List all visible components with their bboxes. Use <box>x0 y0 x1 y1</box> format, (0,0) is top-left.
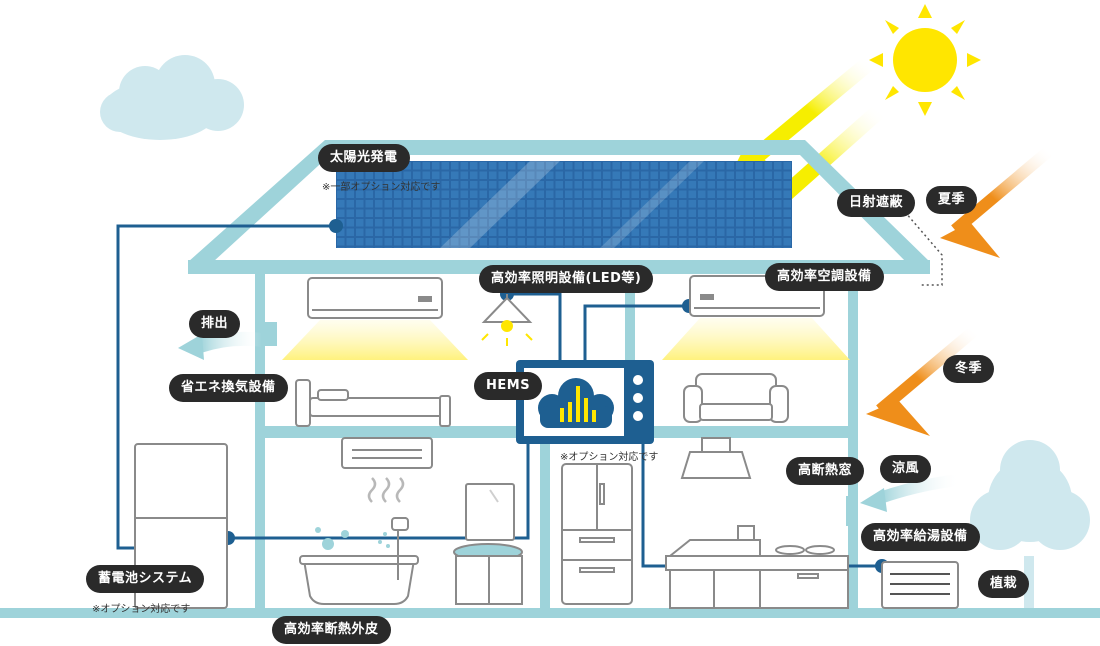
bed-icon <box>295 379 451 427</box>
water-heater-icon <box>881 561 959 609</box>
lighting-label: 高効率照明設備(LED等) <box>479 265 654 293</box>
solar-panel <box>336 161 792 248</box>
bathtub-icon <box>299 517 419 605</box>
summer-sun-arrow <box>940 145 1054 258</box>
hems-label: HEMS <box>474 372 543 400</box>
winter-label: 冬季 <box>943 355 995 383</box>
ground-line <box>0 608 1100 618</box>
summer-label: 夏季 <box>926 186 978 214</box>
solar-power-label: 太陽光発電 <box>318 144 410 172</box>
sofa-icon <box>683 373 789 423</box>
exhaust-airflow <box>178 331 263 360</box>
solar-option-note: ※一部オプション対応です <box>322 182 441 193</box>
water-heater-label: 高効率給湯設備 <box>861 523 980 551</box>
insulated-window-label: 高断熱窓 <box>786 457 865 485</box>
air-conditioner-icon <box>282 277 468 360</box>
bathroom-vent-icon <box>341 437 433 469</box>
cool-breeze-label: 涼風 <box>880 455 932 483</box>
shading-indicator <box>904 211 943 286</box>
cool-breeze-airflow <box>860 474 961 512</box>
sun-icon <box>869 4 981 116</box>
range-hood-icon <box>680 437 752 479</box>
planting-label: 植栽 <box>978 570 1030 598</box>
hems-option-note: ※オプション対応です <box>560 452 659 463</box>
cloud-icon <box>100 55 244 140</box>
battery-system-label: 蓄電池システム <box>86 565 205 593</box>
steam-icon <box>367 477 405 503</box>
refrigerator-icon <box>561 463 633 605</box>
pendant-lamp-icon <box>481 294 533 346</box>
house-frame <box>188 140 930 608</box>
ventilation-label: 省エネ換気設備 <box>169 374 288 402</box>
insulated-envelope-label: 高効率断熱外皮 <box>272 616 391 644</box>
exhaust-label: 排出 <box>189 310 241 338</box>
hems-monitor-icon <box>516 360 654 444</box>
winter-sun-arrow <box>866 325 979 436</box>
solar-shading-label: 日射遮蔽 <box>837 189 916 217</box>
kitchen-counter-icon <box>665 525 849 609</box>
air-conditioning-label: 高効率空調設備 <box>765 263 884 291</box>
tree-icon <box>970 440 1090 608</box>
battery-option-note: ※オプション対応です <box>92 604 191 615</box>
vanity-icon <box>453 483 523 605</box>
